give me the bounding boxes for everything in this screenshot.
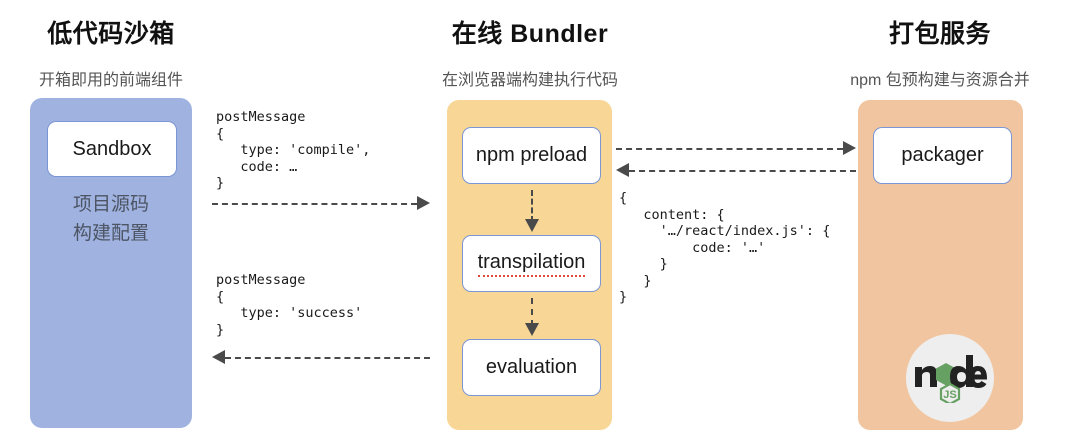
node-evaluation[interactable]: evaluation	[462, 339, 601, 396]
connector-packager-request-arrowhead	[843, 141, 856, 155]
node-transpilation[interactable]: transpilation	[462, 235, 601, 292]
connector-packager-response-line	[629, 170, 856, 172]
node-packager-label: packager	[901, 144, 984, 166]
connector-compile-request-line	[212, 203, 417, 205]
column-title-packager: 打包服务	[888, 20, 991, 48]
code-snippet-success: postMessage { type: 'success' }	[216, 272, 363, 338]
connector-preload-to-transpilation-arrowhead	[525, 219, 539, 232]
node-npm-preload[interactable]: npm preload	[462, 127, 601, 184]
node-evaluation-label: evaluation	[485, 356, 578, 378]
caption-build-config: 构建配置	[72, 223, 149, 244]
nodejs-logo: JS	[906, 334, 994, 422]
code-snippet-content: { content: { '…/react/index.js': { code:…	[619, 190, 831, 305]
node-npm-preload-label: npm preload	[475, 144, 588, 166]
node-sandbox-label: Sandbox	[72, 137, 152, 160]
node-sandbox[interactable]: Sandbox	[47, 121, 177, 177]
connector-preload-to-transpilation-line	[531, 190, 533, 222]
node-packager[interactable]: packager	[873, 127, 1012, 184]
connector-transpilation-to-evaluation-arrowhead	[525, 323, 539, 336]
svg-text:JS: JS	[943, 389, 956, 401]
connector-success-response-line	[225, 357, 430, 359]
code-snippet-compile: postMessage { type: 'compile', code: … }	[216, 109, 371, 191]
connector-transpilation-to-evaluation-line	[531, 298, 533, 326]
column-subtitle-sandbox: 开箱即用的前端组件	[38, 72, 183, 89]
connector-packager-response-arrowhead	[616, 163, 629, 177]
column-subtitle-packager: npm 包预构建与资源合并	[850, 72, 1030, 89]
connector-success-response-arrowhead	[212, 350, 225, 364]
connector-packager-request-line	[616, 148, 843, 150]
column-title-sandbox: 低代码沙箱	[47, 20, 175, 48]
caption-project-source: 项目源码	[72, 194, 149, 215]
column-subtitle-bundler: 在浏览器端构建执行代码	[441, 72, 618, 89]
column-title-bundler: 在线 Bundler	[451, 20, 609, 48]
connector-compile-request-arrowhead	[417, 196, 430, 210]
node-transpilation-label: transpilation	[477, 251, 586, 277]
